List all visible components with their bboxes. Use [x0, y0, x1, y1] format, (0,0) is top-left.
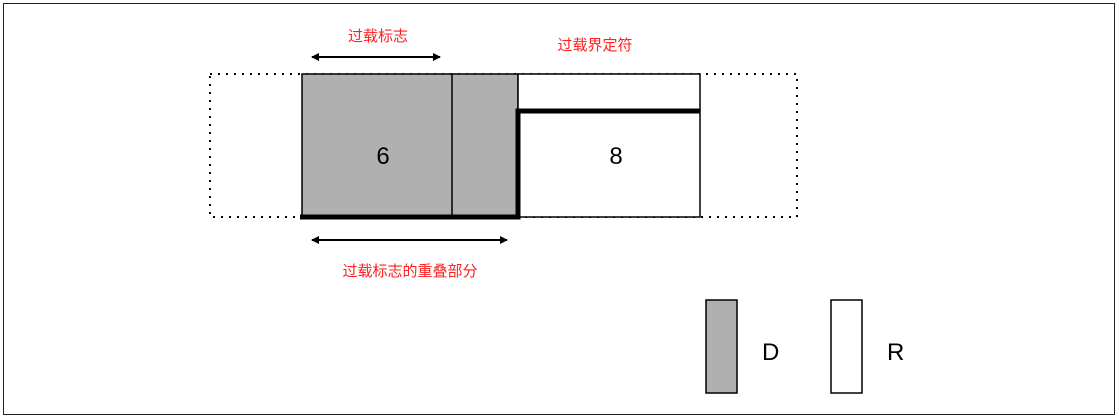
overload-flag-label: 过载标志 — [348, 27, 408, 45]
overlap-label: 过载标志的重叠部分 — [342, 262, 477, 280]
legend-recessive-swatch — [830, 299, 863, 394]
flag-value: 6 — [376, 143, 389, 170]
signal-level-line — [300, 108, 700, 220]
overload-flag-dominant-block — [301, 73, 519, 218]
overload-delimiter-label: 过载界定符 — [557, 36, 632, 54]
legend-dominant-swatch — [705, 299, 738, 394]
legend-dominant-label: D — [762, 339, 779, 366]
delimiter-value: 8 — [609, 143, 622, 170]
legend-recessive-label: R — [887, 339, 904, 366]
image-border — [3, 3, 1115, 415]
